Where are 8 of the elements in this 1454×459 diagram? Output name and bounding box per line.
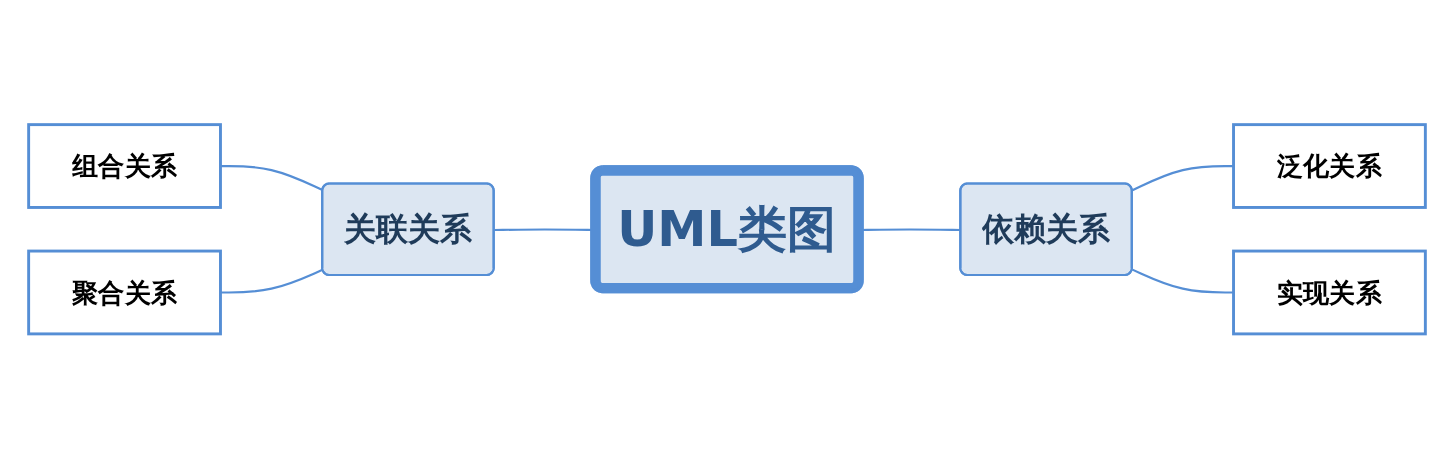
connector <box>1131 165 1234 192</box>
node-box: 组合关系 <box>27 123 222 210</box>
connector <box>220 268 324 294</box>
node-box: 聚合关系 <box>27 249 222 336</box>
connector <box>220 165 324 192</box>
node-box: 泛化关系 <box>1232 123 1427 210</box>
connector <box>1132 268 1234 294</box>
node-box: 实现关系 <box>1232 249 1427 336</box>
